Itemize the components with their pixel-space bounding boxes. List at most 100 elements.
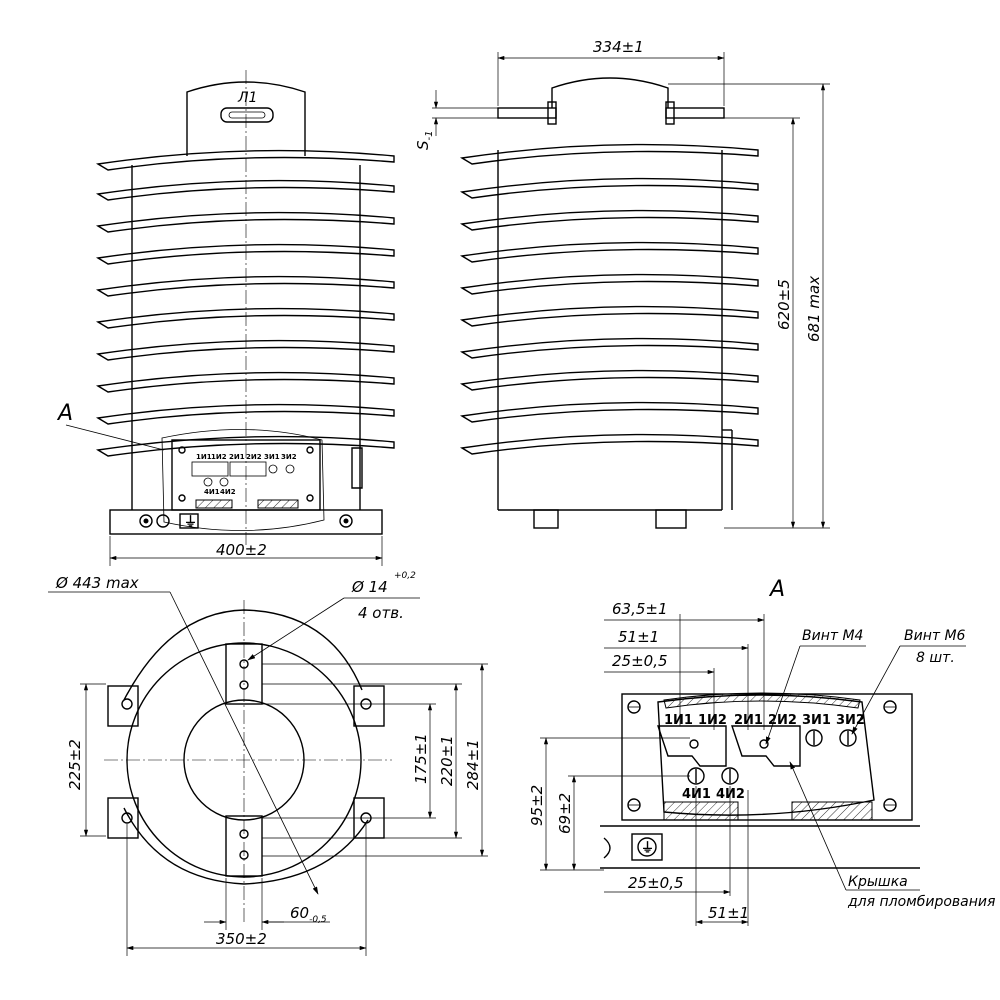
detail-a-ground-terminal <box>631 833 663 861</box>
dim-400-text: 400±2 <box>216 541 267 559</box>
dim-681-text: 681 max <box>805 276 823 342</box>
da-term-4i1: 4И1 <box>682 787 711 802</box>
da-term-3i2: 3И2 <box>836 713 865 728</box>
front-hatch-right <box>257 499 299 509</box>
front-shed-3 <box>95 211 395 233</box>
tb-screw-4 <box>306 494 314 502</box>
front-base-hole-left-center <box>143 518 149 524</box>
front-term-3i1-screw <box>268 464 278 474</box>
plan-hole-tl <box>121 698 133 710</box>
detail-a-screw-3i1 <box>805 729 823 747</box>
dim-60-text: 60-0,5 <box>290 904 327 925</box>
front-term-3i2-screw <box>285 464 295 474</box>
front-shed-5 <box>95 275 395 297</box>
dim-635-text: 63,5±1 <box>612 600 668 618</box>
detail-a-screw-4i2 <box>721 767 739 785</box>
plan-foot-bl <box>107 797 139 839</box>
dim-350-text: 350±2 <box>216 930 267 948</box>
front-sheds <box>95 149 395 457</box>
dim-25-top-text: 25±0,5 <box>612 652 668 670</box>
da-term-2i1: 2И1 <box>734 713 763 728</box>
plan-hole-bl <box>121 812 133 824</box>
front-term-1i1: 1И1 <box>196 453 212 461</box>
da-ground-symbol: ⏚ <box>641 841 654 856</box>
side-shed-1 <box>459 143 759 165</box>
screw-m4-label: Винт М4 <box>802 628 863 644</box>
dim-620-text: 620±5 <box>775 279 793 330</box>
front-terminal-labels: 1И1 1И2 2И1 2И2 3И1 3И2 4И1 4И2 <box>196 453 297 496</box>
front-terminal-block-1 <box>191 461 229 477</box>
dim-334-text: 334±1 <box>593 38 644 56</box>
dim-s-label: S-1 <box>414 130 435 150</box>
front-term-3i1: 3И1 <box>264 453 280 461</box>
front-view: Л1 ⏚ 1И1 1И2 2И1 2И2 3И1 3И2 <box>56 70 395 566</box>
da-term-1i1: 1И1 <box>664 713 693 728</box>
front-base-hole-left <box>139 514 153 528</box>
front-term-4i1-screw <box>203 477 213 487</box>
side-shed-6 <box>459 305 759 327</box>
front-mark-l1: Л1 <box>237 90 257 106</box>
side-view: 334±1 S-1 620±5 681 max <box>414 38 830 529</box>
plan-foot-tl <box>107 685 139 727</box>
side-bracket-left <box>533 509 559 529</box>
cover-label-1: Крышка <box>848 874 908 890</box>
front-terminal-block-2 <box>229 461 267 477</box>
side-flange-left <box>497 107 557 119</box>
side-shed-4 <box>459 241 759 263</box>
plan-foot-tr <box>353 685 385 727</box>
detail-a-block-1 <box>657 725 727 767</box>
dim-14-tol: +0,2 <box>394 571 416 581</box>
da-base-arc <box>603 837 611 859</box>
front-shed-1 <box>95 149 395 171</box>
da-block-1-screw <box>689 739 699 749</box>
side-flange-clamp-left <box>547 101 557 125</box>
front-base-hole-2 <box>156 514 170 528</box>
front-term-4i1: 4И1 <box>204 488 220 496</box>
cover-leader <box>789 761 847 891</box>
da-term-3i1: 3И1 <box>802 713 831 728</box>
da-term-1i2: 1И2 <box>698 713 727 728</box>
side-shed-9 <box>459 401 759 423</box>
dim-225-text: 225±2 <box>66 739 84 790</box>
detail-a-hatch-top <box>663 692 861 709</box>
front-label-a: A <box>56 401 73 426</box>
front-side-bump <box>351 447 363 489</box>
front-base-hole-right <box>339 514 353 528</box>
front-shed-8 <box>95 371 395 393</box>
detail-a-view: A 1И1 1И2 2И1 2И2 3И1 <box>528 577 995 926</box>
da-ground-circle <box>637 837 657 857</box>
detail-a-hatch-left <box>663 801 739 821</box>
front-term-2i1: 2И1 <box>229 453 245 461</box>
front-term-4i2: 4И2 <box>220 488 236 496</box>
side-sheds <box>459 143 759 455</box>
dim-14-leader <box>247 597 345 661</box>
front-term-1i2: 1И2 <box>211 453 227 461</box>
dim-284-text: 284±1 <box>464 739 482 790</box>
dim-25-bot-text: 25±0,5 <box>628 874 684 892</box>
dim-443-leader <box>169 591 319 895</box>
tb-screw-3 <box>178 494 186 502</box>
side-flange-right <box>665 107 725 119</box>
side-cap <box>551 77 669 108</box>
side-shed-3 <box>459 209 759 231</box>
dim-51-bot-text: 51±1 <box>708 904 749 922</box>
front-eye-slot <box>228 111 266 119</box>
detail-a-hatch-right <box>791 801 873 821</box>
side-shed-8 <box>459 369 759 391</box>
dim-443-text: Ø 443 max <box>55 574 139 592</box>
front-base-hole-right-center <box>343 518 349 524</box>
dim-69-text: 69±2 <box>556 793 574 834</box>
svg-text:S-1: S-1 <box>414 130 435 150</box>
dim-175-text: 175±1 <box>412 733 430 784</box>
detail-a-title: A <box>768 577 785 602</box>
front-shed-4 <box>95 243 395 265</box>
tb-screw-1 <box>178 446 186 454</box>
da-term-4i2: 4И2 <box>716 787 745 802</box>
side-flange-clamp-right <box>665 101 675 125</box>
front-term-3i2: 3И2 <box>281 453 297 461</box>
side-shed-10 <box>459 433 759 455</box>
side-shed-5 <box>459 273 759 295</box>
dim-hole-count: 4 отв. <box>358 604 404 622</box>
